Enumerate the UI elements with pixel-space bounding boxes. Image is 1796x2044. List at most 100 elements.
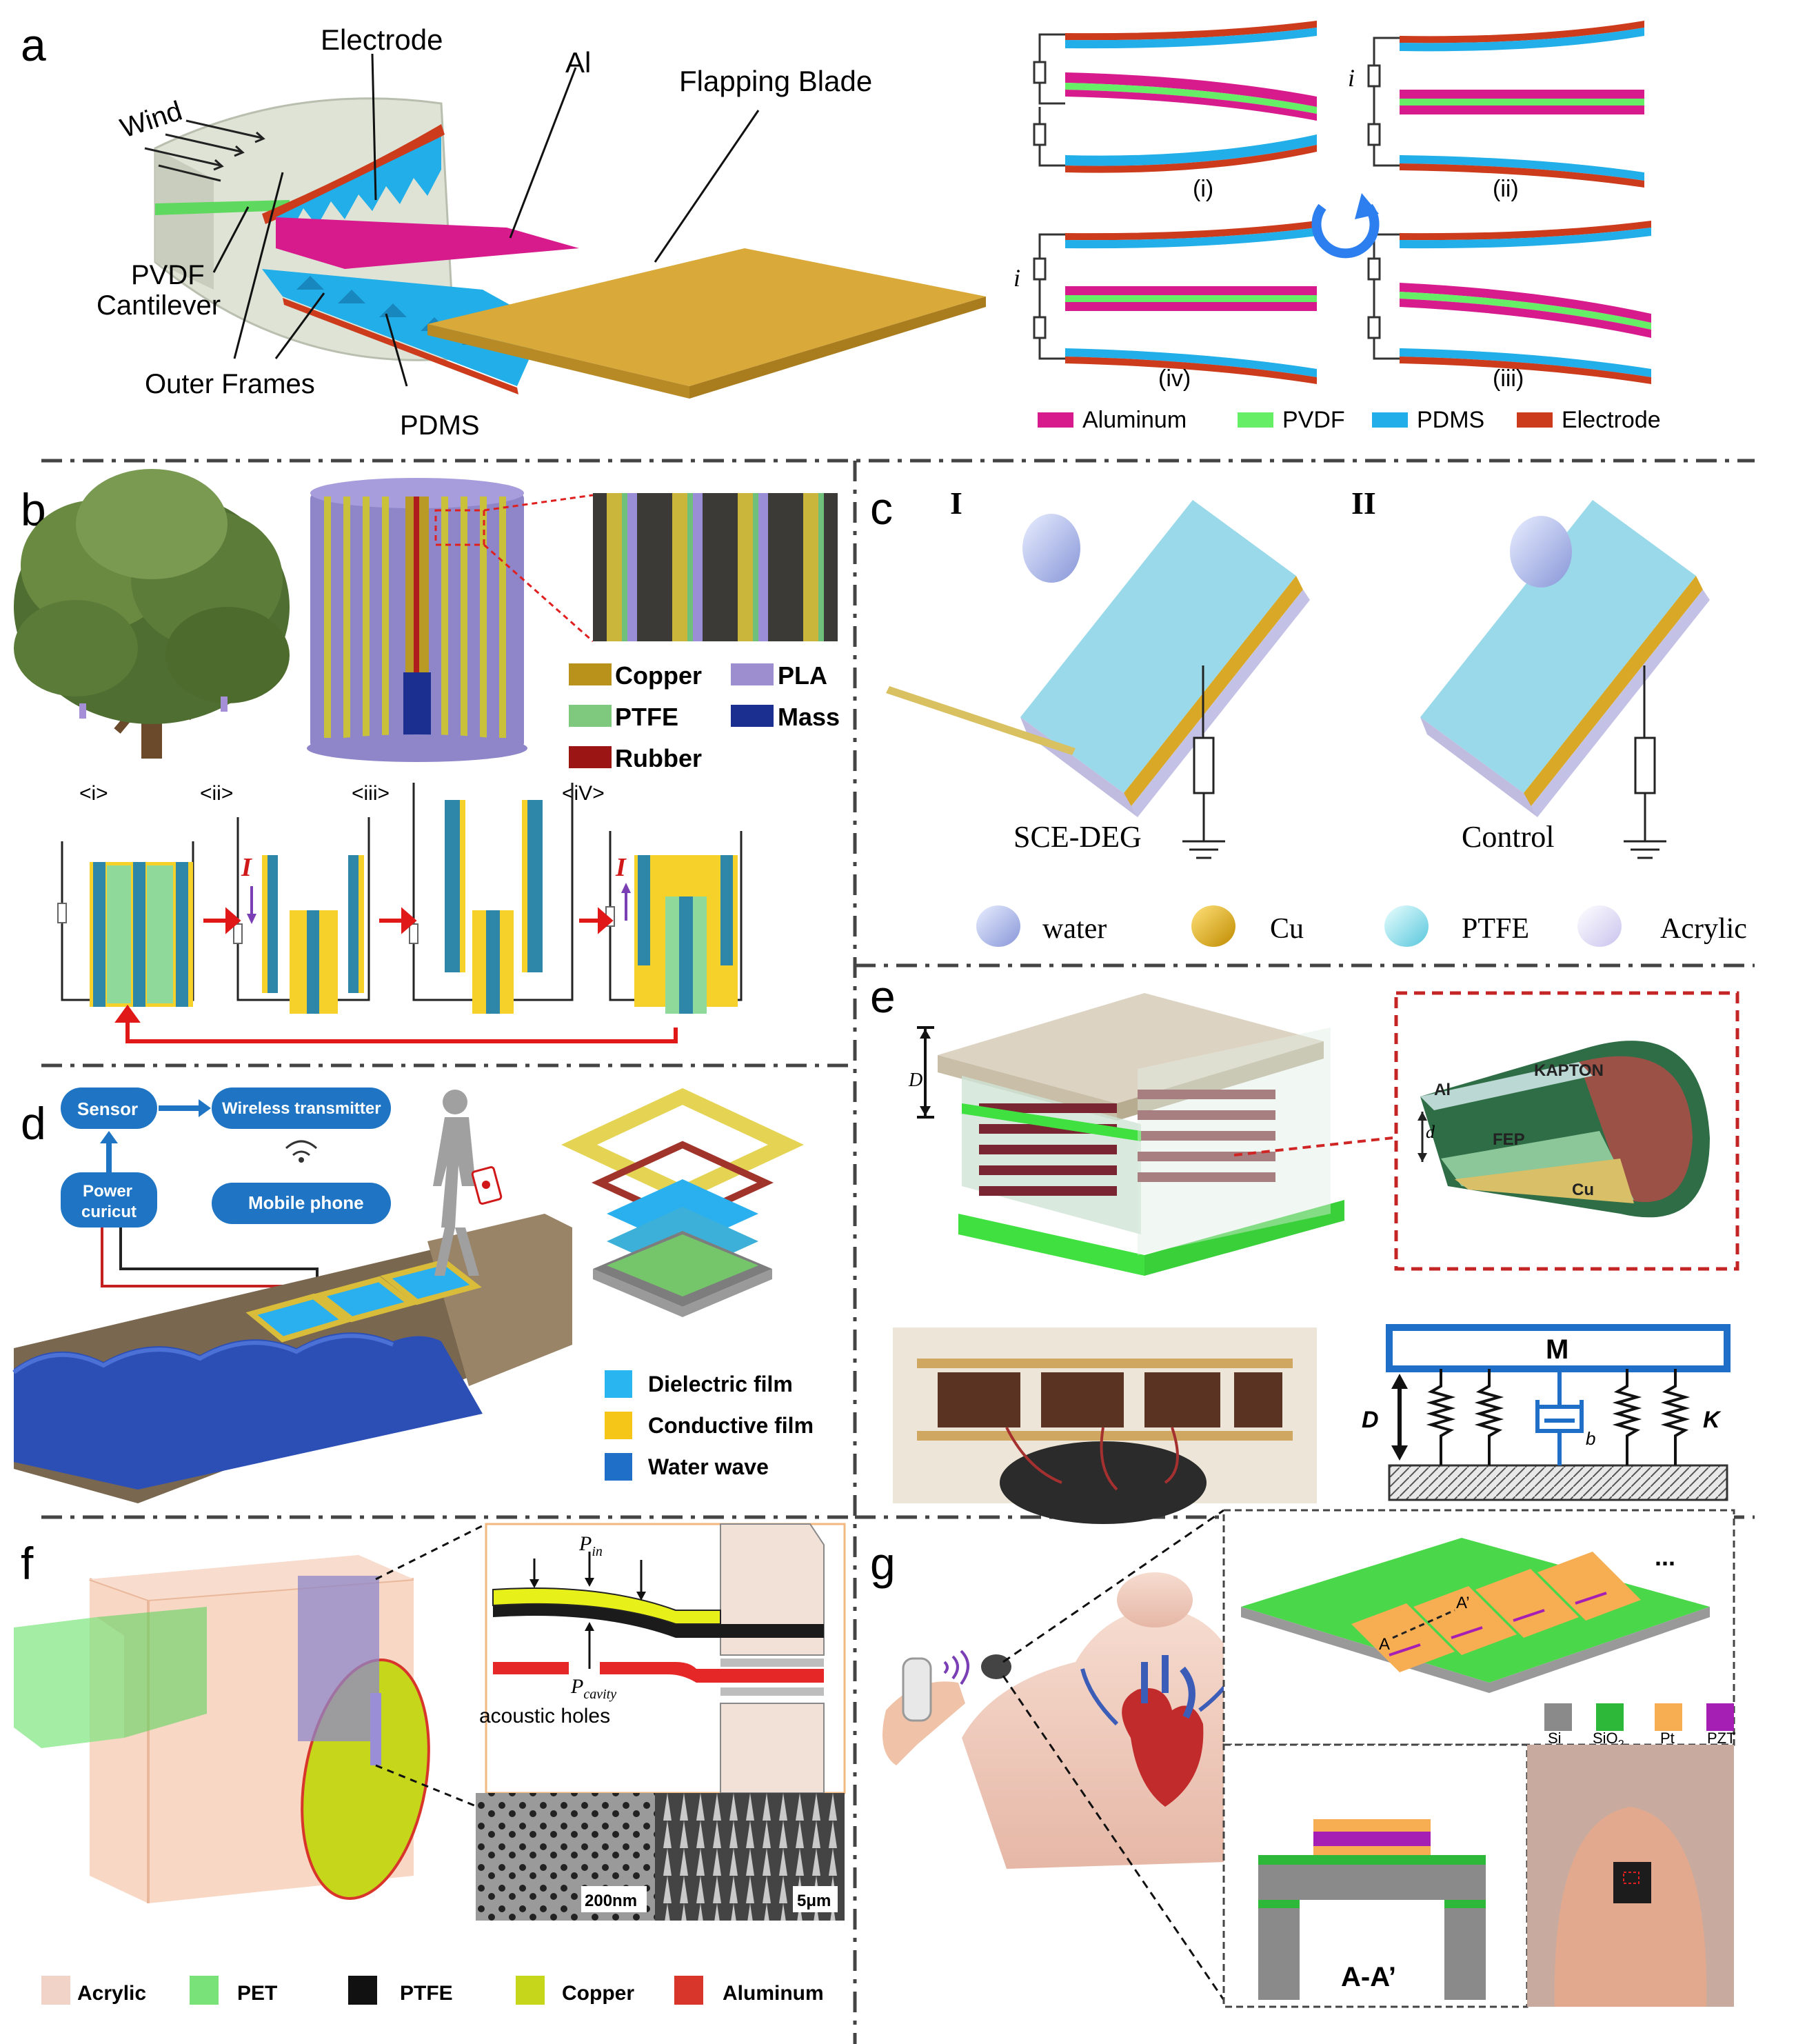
cycle-state-iii: (iii) — [1367, 221, 1651, 392]
pin-label: Pin — [578, 1532, 603, 1559]
panel-e-letter: e — [870, 971, 896, 1022]
stage-diagram-b3 — [409, 783, 574, 1014]
scale-5um: 5μm — [797, 1892, 831, 1910]
pvdf-cantilever — [155, 200, 290, 215]
panel-d-letter: d — [21, 1098, 46, 1149]
legend-d-water-wave: Water wave — [648, 1454, 769, 1479]
legend-a-pvdf: PVDF — [1282, 407, 1345, 433]
process-steps-b: <i> <ii> <iii> <iV> — [79, 782, 605, 805]
diaphragm-disk — [298, 1576, 430, 1901]
cycle-state-i: (i) — [1033, 21, 1317, 202]
device-sce-deg: SCE-DEG — [886, 500, 1310, 859]
mass-label-M: M — [1546, 1334, 1568, 1365]
step-b-iii: <iii> — [352, 782, 390, 805]
caption-sce-deg: SCE-DEG — [1013, 820, 1142, 854]
legend-g-sio2: SiO2 — [1593, 1730, 1624, 1750]
cross-section-g: A-A’ — [1222, 1743, 1528, 2008]
stacked-teng-device: D — [908, 993, 1393, 1276]
pvdf-label: PVDF — [131, 260, 205, 290]
legend-b-ptfe: PTFE — [615, 703, 678, 731]
legend-f-aluminum: Aluminum — [723, 1982, 824, 2005]
legend-g-labels: Si SiO2 Pt PZT — [1548, 1730, 1736, 1750]
legend-g — [1544, 1703, 1734, 1731]
panel-a: a Wind Electrode — [21, 19, 1661, 441]
legend-a-electrode: Electrode — [1562, 407, 1661, 433]
stage-diagram-b2: I — [233, 817, 370, 1014]
flapping-blade-label: Flapping Blade — [679, 65, 872, 97]
caption-control: Control — [1462, 820, 1554, 854]
stage-diagram-b1 — [57, 841, 194, 1007]
current-label-b2: I — [615, 853, 627, 882]
legend-g-pt: Pt — [1660, 1730, 1675, 1747]
model-label-K: K — [1703, 1407, 1722, 1433]
ellipsis-label: ... — [1655, 1543, 1675, 1571]
label-A: A — [1379, 1635, 1390, 1654]
electrode-layer — [262, 124, 445, 224]
zoom-inset-e: KAPTON Al FEP Cu d — [1394, 991, 1739, 1271]
chip-array-inset: A A’ ... — [1222, 1509, 1735, 1746]
state-label-i: (i) — [1193, 176, 1213, 202]
legend-f-copper: Copper — [562, 1982, 634, 2005]
cylinder-device — [307, 478, 527, 762]
legend-a: Aluminum PVDF PDMS Electrode — [1038, 407, 1661, 433]
legend-c-water: water — [1042, 913, 1107, 945]
panel-f-letter: f — [21, 1538, 34, 1589]
al-label-e: Al — [1434, 1081, 1451, 1099]
hand-device — [882, 1650, 1011, 1765]
device-control: Control — [1420, 500, 1710, 859]
sem-images-f: 200nm 5μm — [476, 1793, 845, 1921]
zoom-inset-b — [593, 493, 838, 641]
scale-200nm: 200nm — [585, 1892, 637, 1910]
cross-section-inset-f: Pin Pcavity acoustic holes — [479, 1523, 846, 1794]
cycle-state-ii: i (ii) — [1348, 21, 1644, 202]
cantilever-label: Cantilever — [97, 290, 221, 321]
panel-e: e D — [870, 971, 1739, 1524]
legend-c-ptfe: PTFE — [1462, 913, 1529, 945]
wave-terrain — [12, 1214, 572, 1503]
power-box-line1: Power — [83, 1182, 132, 1201]
state-label-ii: (ii) — [1493, 176, 1519, 202]
legend-b-copper: Copper — [615, 661, 702, 690]
legend-d-dielectric: Dielectric film — [648, 1372, 793, 1396]
legend-b: Copper PLA PTFE Mass Rubber — [569, 661, 840, 772]
legend-c-acrylic: Acrylic — [1660, 913, 1747, 945]
step-b-iv: <iV> — [562, 782, 605, 805]
section-label: A-A’ — [1341, 1962, 1396, 1992]
pdms-label: PDMS — [400, 410, 480, 441]
teng-tiles — [245, 1259, 482, 1343]
panel-g: g A A’ ... — [870, 1509, 1736, 2008]
gap-label-d: d — [1426, 1122, 1435, 1142]
cu-label-e: Cu — [1572, 1181, 1594, 1199]
legend-g-pzt: PZT — [1707, 1730, 1736, 1747]
step-b-ii: <ii> — [200, 782, 233, 805]
current-i-label-2: i — [1013, 264, 1020, 292]
panel-c: c I II SCE-DEG Control — [870, 483, 1747, 947]
pcavity-label: Pcavity — [570, 1675, 616, 1702]
model-label-D: D — [1362, 1407, 1379, 1433]
legend-b-mass: Mass — [778, 703, 840, 731]
outer-frames-label: Outer Frames — [145, 369, 315, 399]
al-label: Al — [565, 46, 591, 79]
state-label-iv: (iv) — [1158, 365, 1191, 392]
panel-d: d Sensor Wireless transmitter Power curi… — [12, 1088, 814, 1503]
step-b-i: <i> — [79, 782, 108, 805]
wireless-transmitter-box: Wireless transmitter — [222, 1099, 381, 1118]
kapton-label: KAPTON — [1534, 1061, 1604, 1080]
legend-b-pla: PLA — [778, 661, 827, 690]
legend-c-cu: Cu — [1270, 913, 1304, 945]
current-i-label: i — [1348, 64, 1355, 92]
device-photo-e — [893, 1327, 1317, 1524]
fep-label: FEP — [1493, 1130, 1525, 1149]
pet-tube — [14, 1607, 207, 1748]
tree-image — [14, 469, 290, 759]
legend-d-conductive: Conductive film — [648, 1413, 814, 1438]
block-diagram-d: Sensor Wireless transmitter Power curicu… — [61, 1088, 391, 1307]
wind-arrows — [144, 119, 265, 182]
stage-diagram-b4: I — [605, 831, 743, 1014]
cycle-arrow-icon — [1311, 203, 1380, 259]
power-box-line2: curicut — [81, 1203, 137, 1221]
panel-a-letter: a — [21, 19, 46, 70]
chip-photo-g — [1527, 1745, 1734, 2007]
person-figure — [433, 1090, 479, 1276]
electrode-label: Electrode — [321, 23, 443, 56]
